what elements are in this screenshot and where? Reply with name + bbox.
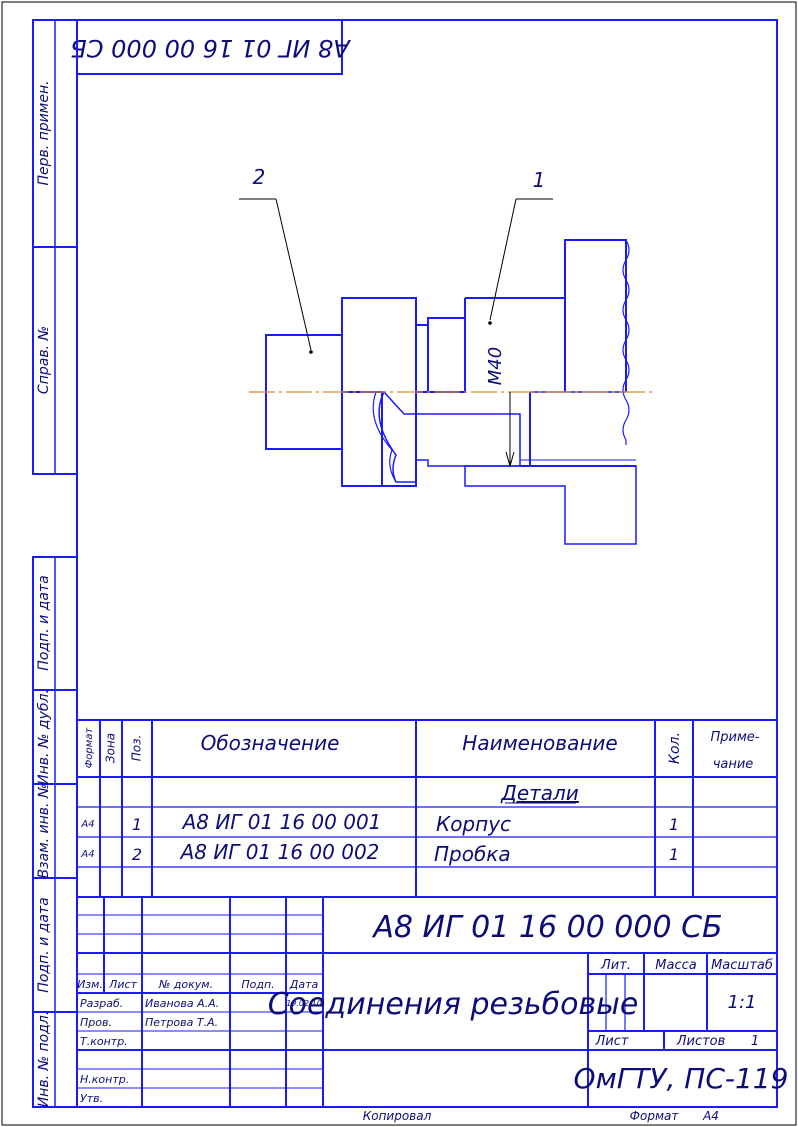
utv-label: Утв. <box>80 1092 103 1105</box>
break-line <box>622 239 630 445</box>
lit-label: Лит. <box>600 958 631 973</box>
spec-header-pos: Поз. <box>130 735 144 762</box>
header-code: А8 ИГ 01 16 00 000 СБ <box>70 34 351 62</box>
nkontr-label: Н.контр. <box>80 1073 129 1086</box>
row-pos: 2 <box>132 845 142 864</box>
col-list: Лист <box>108 978 137 991</box>
row-format: А4 <box>80 849 94 860</box>
assembly-drawing: М40 2 1 <box>239 165 655 545</box>
col-doc: № докум. <box>158 978 213 991</box>
tkontr-label: Т.контр. <box>80 1035 128 1048</box>
spec-header-name: Наименование <box>462 731 617 755</box>
razrab-label: Разраб. <box>80 997 123 1010</box>
spec-header-note-2: чание <box>713 757 754 772</box>
side-label-vzam-inv: Взам. инв. № <box>36 783 52 878</box>
razrab-name: Иванова А.А. <box>145 997 219 1010</box>
row-pos: 1 <box>132 815 142 834</box>
spec-table: Формат Зона Поз. Обозначение Наименовани… <box>77 719 777 898</box>
prov-label: Пров. <box>80 1016 112 1029</box>
footer-format-label: Формат <box>630 1109 680 1123</box>
row-designation: А8 ИГ 01 16 00 002 <box>179 840 380 864</box>
row-designation: А8 ИГ 01 16 00 001 <box>181 810 382 834</box>
col-podp: Подп. <box>241 978 274 991</box>
side-label-podp-data-1: Подп. и дата <box>36 575 52 670</box>
prov-name: Петрова Т.А. <box>145 1016 218 1029</box>
spec-header-note-1: Приме- <box>711 730 760 745</box>
table-row: А4 2 А8 ИГ 01 16 00 002 Пробка 1 <box>80 840 679 866</box>
row-qty: 1 <box>669 845 679 864</box>
callout-1: 1 <box>533 168 546 192</box>
side-label-podp-data-2: Подп. и дата <box>36 897 52 992</box>
side-label-inv-dubl: Инв. № дубл. <box>36 689 52 785</box>
scale-value: 1:1 <box>728 992 757 1013</box>
side-strip: Перв. примен. Справ. № Подп. и дата Инв.… <box>32 19 78 1108</box>
sheets-label: Листов <box>676 1034 726 1049</box>
title-code: А8 ИГ 01 16 00 000 СБ <box>371 910 722 945</box>
footer-kopiroval: Копировал <box>363 1109 432 1123</box>
row-name: Корпус <box>436 812 511 836</box>
organization: ОмГТУ, ПС-119 <box>574 1062 789 1095</box>
drawing-title: Соединения резьбовые <box>268 987 639 1022</box>
title-block: А8 ИГ 01 16 00 000 СБ Соединения резьбов… <box>77 897 788 1107</box>
razrab-date: 19.02.10 <box>286 999 322 1008</box>
spec-section-title: Детали <box>500 781 579 805</box>
masshtab-label: Масштаб <box>711 958 773 973</box>
col-data: Дата <box>289 978 319 991</box>
body-section <box>464 465 637 545</box>
row-qty: 1 <box>669 815 679 834</box>
thread-dimension: М40 <box>485 347 506 385</box>
side-label-sprav-no: Справ. № <box>36 326 52 394</box>
footer-format-value: А4 <box>702 1109 719 1123</box>
body-upper <box>465 239 627 392</box>
spec-header-qty: Кол. <box>667 732 683 764</box>
massa-label: Масса <box>655 958 696 973</box>
table-row: А4 1 А8 ИГ 01 16 00 001 Корпус 1 <box>80 810 679 836</box>
spec-header-zone: Зона <box>104 733 118 763</box>
row-format: А4 <box>80 819 94 830</box>
spec-header-format: Формат <box>84 727 95 769</box>
plug-section <box>374 391 521 483</box>
callout-2: 2 <box>253 165 266 189</box>
spec-header-designation: Обозначение <box>201 731 340 755</box>
side-label-perv-primen: Перв. примен. <box>36 80 52 185</box>
sheet-label: Лист <box>595 1034 629 1049</box>
side-label-inv-podl: Инв. № подл. <box>36 1011 52 1108</box>
sheets-value: 1 <box>751 1034 759 1049</box>
header-code-box: А8 ИГ 01 16 00 000 СБ <box>70 19 352 75</box>
col-izm: Изм. <box>77 978 103 991</box>
row-name: Пробка <box>434 842 511 866</box>
